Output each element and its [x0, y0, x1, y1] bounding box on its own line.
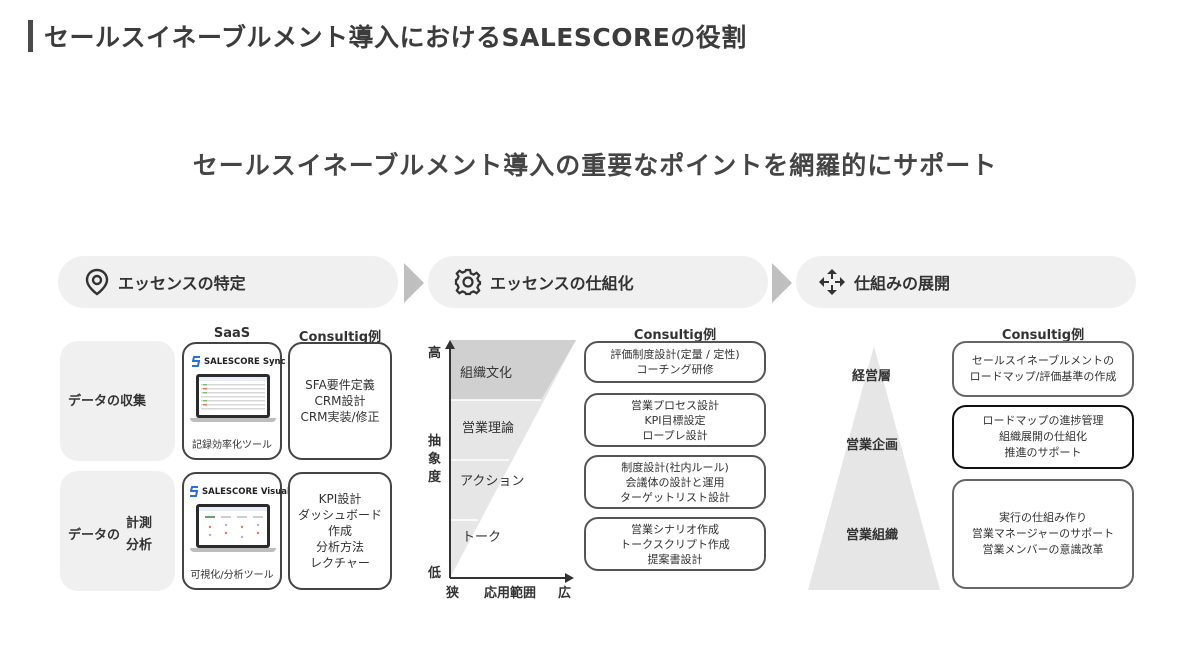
- level-label: 営業理論: [462, 421, 515, 436]
- abstraction-triangle: [450, 340, 576, 578]
- consulting-pill-action: 制度設計(社内ルール) 会議体の設計と運用 ターゲットリスト設計: [584, 455, 766, 509]
- row-label: データの収集: [68, 394, 147, 409]
- axis-label-y: 抽: [428, 434, 442, 449]
- step-label: エッセンスの特定: [118, 274, 246, 293]
- step-essence-identification: エッセンスの特定: [58, 256, 398, 308]
- page-title: セールスイネーブルメント導入におけるSALESCOREの役割: [44, 23, 747, 52]
- step-label: エッセンスの仕組化: [490, 274, 634, 293]
- location-pin-icon: [85, 268, 109, 296]
- consulting-item: ロードマップ/評価基準の作成: [969, 370, 1117, 383]
- title-accent-bar: [28, 20, 33, 52]
- org-level-label: 営業企画: [846, 438, 899, 453]
- chevron-right-icon: [404, 263, 424, 303]
- consulting-item: 組織展開の仕組化: [999, 430, 1087, 443]
- consulting-card-collection: SFA要件定義 CRM設計 CRM実装/修正: [288, 342, 392, 460]
- column-header-consulting: Consultig例: [633, 328, 717, 343]
- axis-label-y: 度: [428, 470, 442, 485]
- org-level-label: 経営層: [852, 369, 892, 384]
- salescore-logo-icon: [192, 356, 201, 367]
- row-measurement-analysis: [60, 471, 175, 591]
- consulting-item: 実行の仕組み作り: [999, 511, 1087, 524]
- product-caption: 記録効率化ツール: [192, 440, 272, 451]
- consulting-pill-talk: 営業シナリオ作成 トークスクリプト作成 提案書設計: [584, 517, 766, 571]
- consulting-item: CRM設計: [314, 394, 366, 408]
- consulting-item: 会議体の設計と運用: [625, 475, 725, 489]
- axis-label-y: 象: [428, 452, 442, 467]
- row-label: データの: [68, 528, 121, 543]
- axis-label-narrow: 狭: [446, 586, 460, 601]
- consulting-item: 営業マネージャーのサポート: [971, 527, 1115, 540]
- consulting-card-analysis: KPI設計 ダッシュボード 作成 分析方法 レクチャー: [288, 472, 392, 590]
- chevron-right-icon: [772, 263, 792, 303]
- consulting-item: CRM実装/修正: [300, 410, 380, 424]
- org-level-label: 営業組織: [846, 528, 899, 543]
- laptop-base: [190, 418, 276, 422]
- step-label: 仕組みの展開: [854, 274, 951, 293]
- consulting-item: レクチャー: [310, 556, 370, 570]
- consulting-item: 評価制度設計(定量 / 定性): [610, 348, 740, 361]
- consulting-box-organization: 実行の仕組み作り 営業マネージャーのサポート 営業メンバーの意識改革: [952, 479, 1134, 589]
- consulting-item: 分析方法: [315, 540, 364, 554]
- consulting-pill-culture: 評価制度設計(定量 / 定性) コーチング研修: [584, 341, 766, 383]
- consulting-item: KPI目標設定: [644, 413, 706, 427]
- column-header-saas: SaaS: [213, 326, 251, 341]
- level-label: 組織文化: [460, 366, 513, 381]
- consulting-pill-theory: 営業プロセス設計 KPI目標設定 ロープレ設計: [584, 393, 766, 447]
- column-header-consulting: Consultig例: [298, 330, 382, 345]
- saas-card-sync: SALESCORE Sync 記録効率化ツール: [182, 342, 286, 460]
- saas-card-visualize: SALESCORE Visualize 可視化/分析ツール: [182, 472, 304, 590]
- consulting-item: 推進のサポート: [1004, 446, 1082, 459]
- laptop-screenshot: [196, 374, 270, 418]
- row-label: 計測: [126, 516, 153, 531]
- consulting-item: ターゲットリスト設計: [620, 490, 730, 504]
- consulting-item: ダッシュボード: [297, 508, 382, 522]
- axis-label-high: 高: [428, 346, 442, 361]
- consulting-item: KPI設計: [318, 492, 362, 506]
- product-logo: SALESCORE Visualize: [190, 486, 304, 497]
- consulting-item: 営業シナリオ作成: [631, 522, 719, 536]
- salescore-logo-icon: [190, 486, 199, 497]
- move-arrows-icon: [819, 269, 845, 295]
- organization-pyramid: [808, 346, 940, 590]
- consulting-item: セールスイネーブルメントの: [971, 354, 1115, 367]
- level-label: トーク: [462, 530, 502, 545]
- consulting-item: 営業プロセス設計: [631, 398, 719, 412]
- consulting-item: ロードマップの進捗管理: [982, 414, 1104, 427]
- consulting-item: コーチング研修: [636, 363, 714, 376]
- gear-icon: [454, 268, 482, 296]
- step-essence-systemization: エッセンスの仕組化: [428, 256, 768, 308]
- axis-label-low: 低: [428, 566, 442, 581]
- product-caption: 可視化/分析ツール: [190, 570, 274, 581]
- consulting-box-executive: セールスイネーブルメントの ロードマップ/評価基準の作成: [952, 341, 1134, 397]
- axis-label-wide: 広: [558, 586, 572, 601]
- consulting-item: トークスクリプト作成: [620, 537, 730, 551]
- consulting-item: 営業メンバーの意識改革: [982, 543, 1104, 556]
- product-logo: SALESCORE Sync: [192, 356, 286, 367]
- consulting-box-planning: ロードマップの進捗管理 組織展開の仕組化 推進のサポート: [952, 405, 1134, 469]
- consulting-item: 作成: [327, 524, 352, 538]
- row-label: 分析: [126, 538, 153, 553]
- page-subtitle: セールスイネーブルメント導入の重要なポイントを網羅的にサポート: [192, 151, 998, 180]
- axis-lines: [445, 340, 574, 583]
- laptop-screenshot: [196, 504, 270, 548]
- level-label: アクション: [460, 474, 525, 489]
- step-deployment: 仕組みの展開: [796, 256, 1136, 308]
- consulting-item: SFA要件定義: [305, 378, 375, 392]
- axis-label-x: 応用範囲: [484, 586, 537, 601]
- consulting-item: ロープレ設計: [642, 428, 708, 442]
- consulting-item: 提案書設計: [647, 552, 703, 566]
- row-data-collection: [60, 341, 175, 461]
- laptop-base: [190, 548, 276, 552]
- consulting-item: 制度設計(社内ルール): [621, 460, 729, 474]
- column-header-consulting: Consultig例: [1001, 328, 1085, 343]
